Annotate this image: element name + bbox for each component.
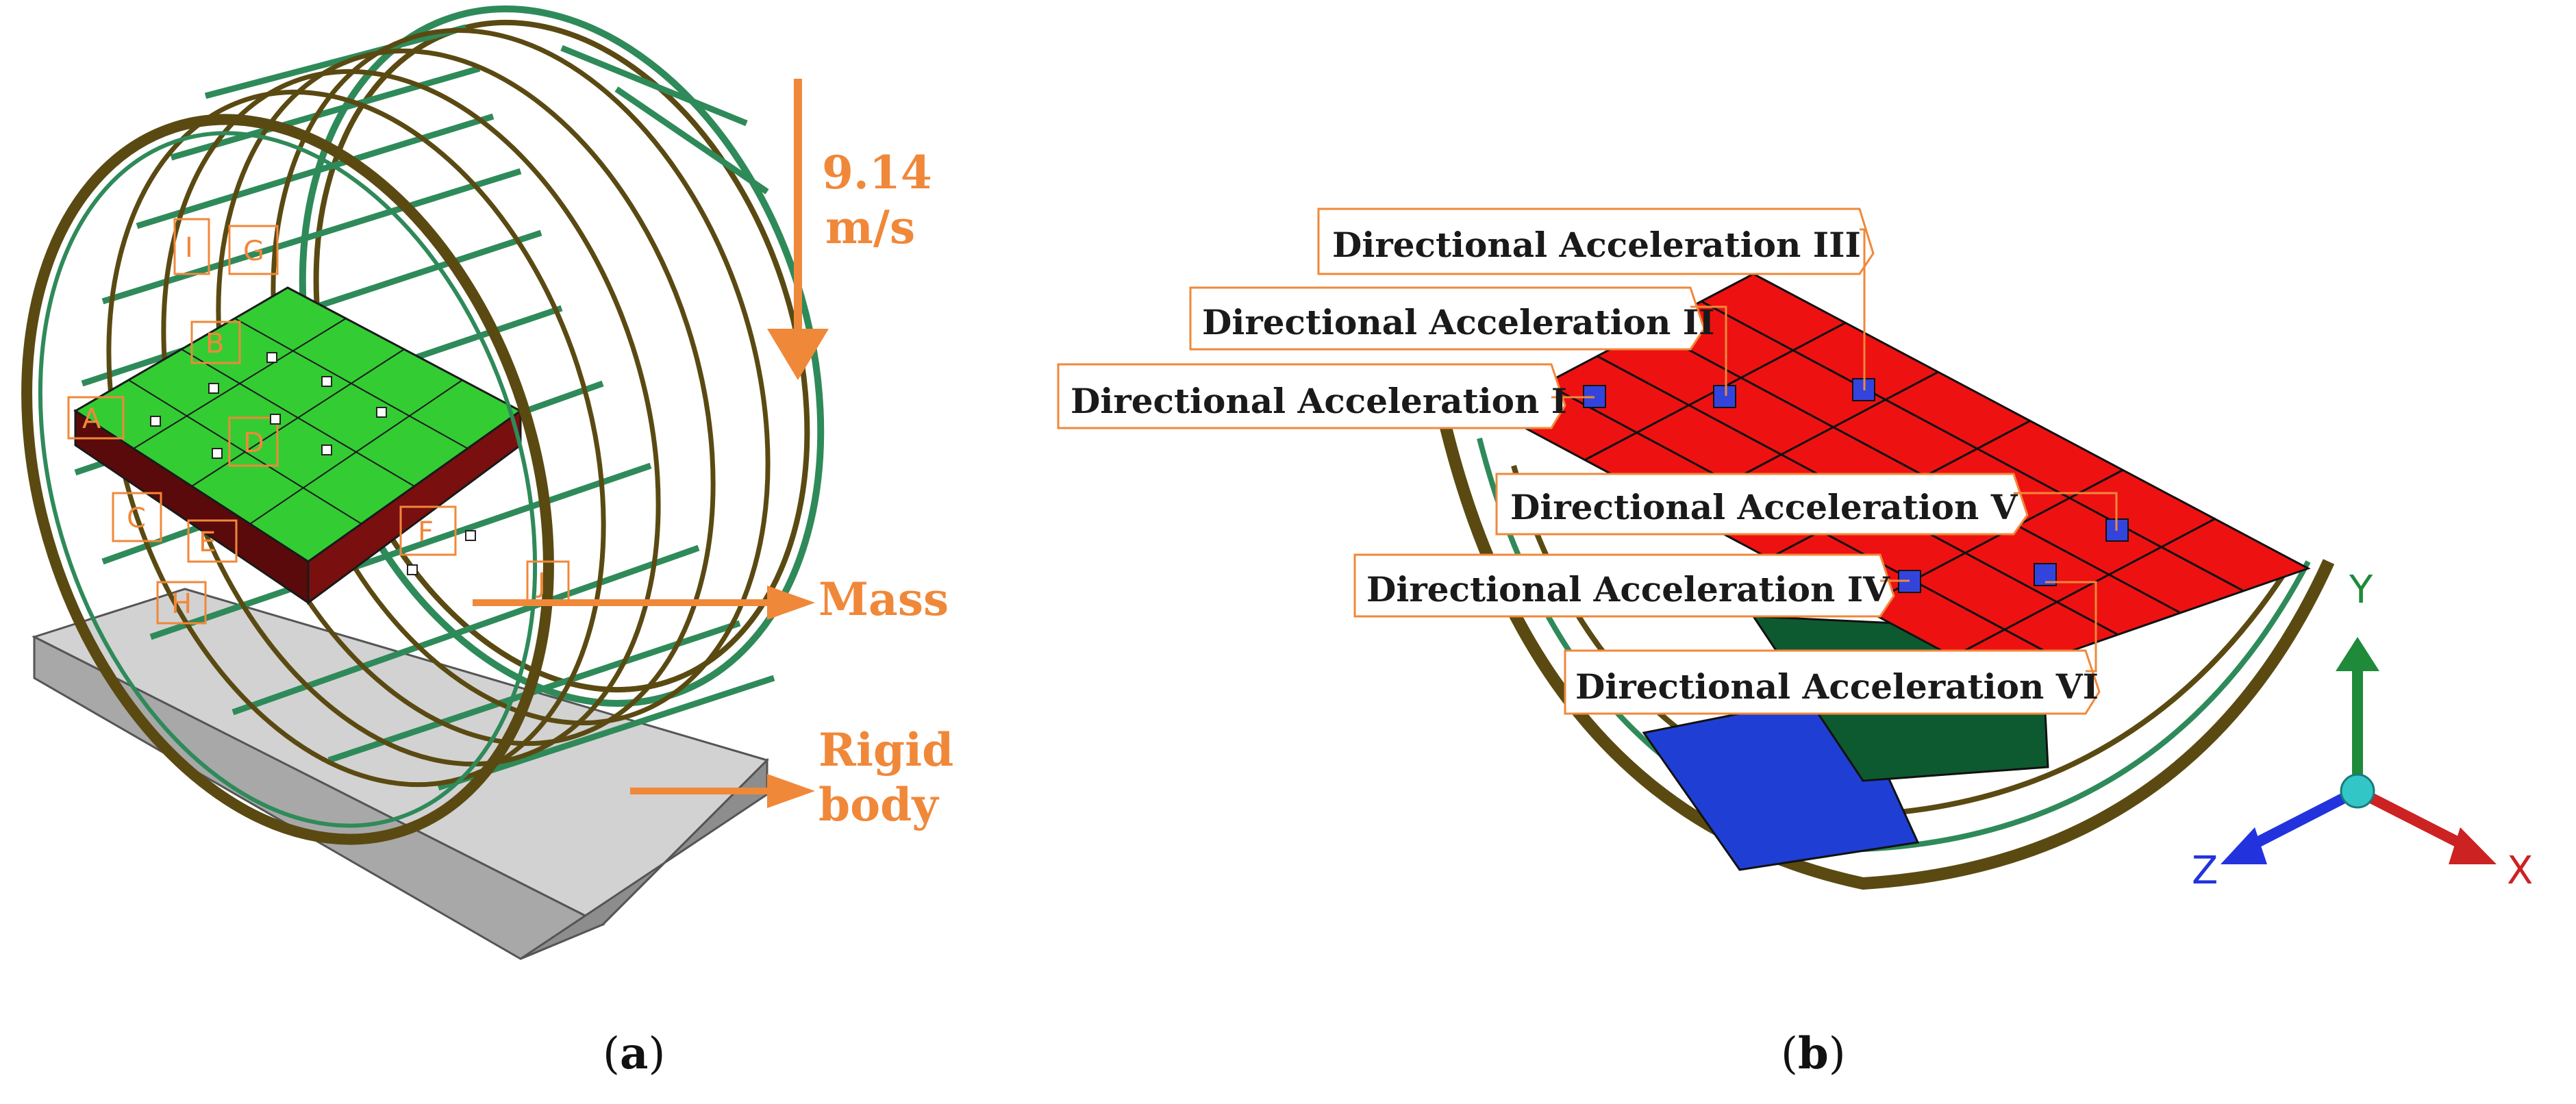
mass-plate-green — [73, 286, 523, 605]
sensor-points — [150, 352, 476, 575]
callout-acceleration-iii: Directional Acceleration III — [1332, 225, 1861, 265]
velocity-unit: m/s — [825, 201, 915, 254]
callout-acceleration-i: Directional Acceleration I — [1071, 381, 1567, 421]
point-tag-j: J — [536, 568, 546, 599]
axis-label-x: X — [2507, 849, 2533, 893]
x-axis-arrow — [2355, 786, 2472, 853]
caption-b-letter: b — [1798, 1028, 1829, 1079]
callout-frames — [1057, 208, 2101, 715]
rigid-body-label-line2: body — [818, 778, 939, 831]
caption-a-open: ( — [603, 1029, 620, 1079]
caption-a-close: ) — [648, 1029, 665, 1079]
cage-front-ring — [21, 114, 554, 845]
callout-leaders — [1551, 228, 2118, 673]
point-tag-e: E — [199, 527, 216, 558]
callout-acceleration-iv: Directional Acceleration IV — [1366, 569, 1890, 610]
callout-acceleration-v: Directional Acceleration V — [1510, 487, 2018, 527]
velocity-value: 9.14 — [822, 146, 932, 199]
callout-acceleration-ii: Directional Acceleration II — [1202, 302, 1715, 342]
rigid-body-arrow — [630, 774, 815, 808]
point-tag-h: H — [171, 588, 192, 620]
axis-label-y: Y — [2349, 568, 2373, 612]
point-tag-i: I — [185, 232, 193, 264]
x-axis-head — [2449, 827, 2497, 864]
mass-label: Mass — [818, 573, 949, 626]
callout-acceleration-vi: Directional Acceleration VI — [1575, 666, 2099, 707]
point-tags — [67, 218, 570, 625]
velocity-arrow — [767, 79, 829, 380]
z-axis-head — [2221, 827, 2267, 864]
rigid-base-plate — [32, 588, 769, 960]
point-tag-g: G — [243, 236, 264, 267]
point-tag-c: C — [127, 503, 146, 534]
caption-b-close: ) — [1829, 1029, 1846, 1079]
rigid-body-label-line1: Rigid — [818, 723, 953, 777]
panel-b: Directional Acceleration III Directional… — [1057, 208, 2533, 1079]
caption-b-open: ( — [1781, 1029, 1798, 1079]
caption-a: (a) — [603, 1028, 665, 1079]
axis-label-z: Z — [2192, 849, 2218, 893]
point-tag-d: D — [243, 427, 264, 459]
point-tag-b: B — [205, 328, 224, 360]
point-tag-f: F — [418, 516, 434, 548]
axis-origin — [2340, 773, 2375, 809]
caption-a-letter: a — [620, 1028, 648, 1079]
axis-triad — [2221, 637, 2497, 864]
mass-arrow — [473, 586, 815, 620]
caption-b: (b) — [1781, 1028, 1846, 1079]
point-tag-a: A — [82, 403, 101, 435]
y-axis-head — [2336, 637, 2379, 671]
z-axis-arrow — [2244, 786, 2360, 853]
panel-a: A B C D E F G H I J 9.14 m/s — [21, 5, 953, 1079]
